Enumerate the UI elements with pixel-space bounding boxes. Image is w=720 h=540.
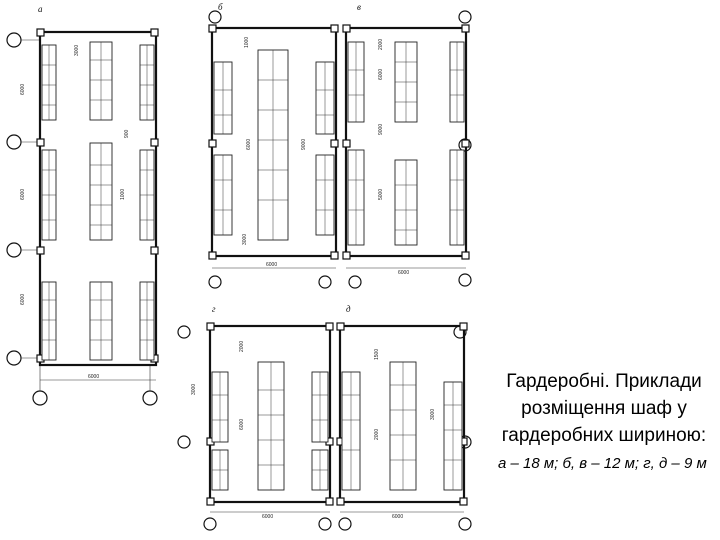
- caption-heading: Гардеробні. Приклади розміщення шаф у га…: [501, 371, 707, 446]
- axis-bubble: [142, 390, 158, 406]
- svg-text:9000: 9000: [378, 124, 384, 135]
- axis-bubble: [6, 242, 22, 258]
- svg-text:3000: 3000: [430, 409, 436, 420]
- svg-text:900: 900: [124, 129, 130, 138]
- svg-text:2000: 2000: [374, 429, 380, 440]
- plan-d-width-dim: 6000: [392, 514, 403, 520]
- axis-bubble: [6, 350, 22, 366]
- plan-v: в 6000 2000 6000 9000 5000: [342, 2, 472, 289]
- plan-d-walls: [338, 324, 466, 504]
- svg-text:5000: 5000: [378, 189, 384, 200]
- svg-text:1500: 1500: [374, 349, 380, 360]
- axis-bubble: [6, 32, 22, 48]
- svg-text:6000: 6000: [378, 69, 384, 80]
- plan-b-cabinets: [213, 49, 335, 241]
- plan-a-label: а: [38, 4, 43, 14]
- svg-text:6000: 6000: [239, 419, 245, 430]
- svg-text:6000: 6000: [20, 189, 26, 200]
- plan-a-cabinets: [41, 41, 155, 361]
- svg-text:6000: 6000: [20, 84, 26, 95]
- plan-a-walls: [38, 30, 158, 367]
- plan-g-label: г: [212, 304, 216, 314]
- axis-bubble: [6, 134, 22, 150]
- figure-caption: Гардеробні. Приклади розміщення шаф у га…: [490, 368, 718, 475]
- svg-text:6000: 6000: [20, 294, 26, 305]
- plan-v-cabinets: [347, 41, 465, 246]
- plan-g: г 6000 2000 6000 3000: [177, 304, 334, 531]
- plan-a-width-dim: 6000: [88, 374, 99, 380]
- svg-text:6000: 6000: [246, 139, 252, 150]
- svg-text:1000: 1000: [120, 189, 126, 200]
- plan-d: д 6000 1500 2000 3000: [336, 304, 472, 531]
- plan-g-width-dim: 6000: [262, 514, 273, 520]
- plan-v-width-dim: 6000: [398, 270, 409, 276]
- svg-text:3000: 3000: [74, 45, 80, 56]
- axis-bubble: [32, 390, 48, 406]
- svg-text:1000: 1000: [244, 37, 250, 48]
- plan-d-cabinets: [341, 361, 463, 491]
- plan-d-label: д: [346, 304, 351, 314]
- plan-g-walls: [208, 324, 332, 504]
- svg-text:3000: 3000: [242, 234, 248, 245]
- plan-g-cabinets: [211, 361, 329, 491]
- plan-b-label: б: [218, 2, 223, 12]
- svg-text:9000: 9000: [301, 139, 307, 150]
- plan-b: б 6000 1000 6000 9000 3000: [208, 2, 339, 289]
- plan-a: а 6000 6000 6000 6000 3000: [6, 4, 159, 406]
- svg-text:3000: 3000: [191, 384, 197, 395]
- caption-sizes: а – 18 м; б, в – 12 м; г, д – 9 м: [498, 455, 707, 472]
- plan-v-label: в: [357, 2, 361, 12]
- plan-b-width-dim: 6000: [266, 262, 277, 268]
- svg-text:2000: 2000: [378, 39, 384, 50]
- svg-text:2000: 2000: [239, 341, 245, 352]
